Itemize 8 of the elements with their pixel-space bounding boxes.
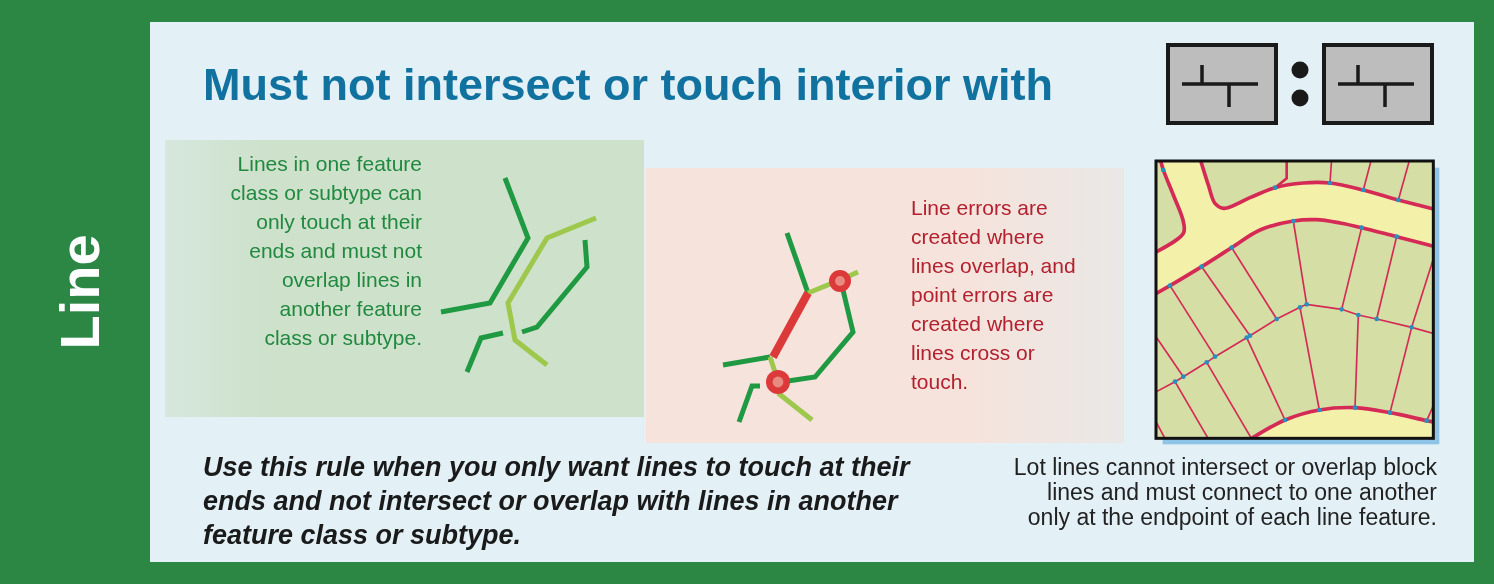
- section-label: Line: [52, 234, 108, 350]
- info-panel: [165, 140, 644, 417]
- map-caption: Lot lines cannot intersect or overlap block lines and must connect to one another only at the endpoint of each line feature.: [1012, 455, 1437, 530]
- title: Must not intersect or touch interior with: [203, 62, 1053, 107]
- rule-usage-note: Use this rule when you only want lines to touch at their ends and not intersect or overlap with lines in another feature class or subtype.: [203, 451, 912, 552]
- error-panel: [646, 168, 1124, 443]
- panel-text: Line errors are created where lines overlap, and point errors are created where lines cross or touch.: [911, 195, 1077, 395]
- panel-text: Lines in one feature class or subtype can only touch at their ends and must not overlap lines in another feature class or subtype.: [229, 151, 422, 351]
